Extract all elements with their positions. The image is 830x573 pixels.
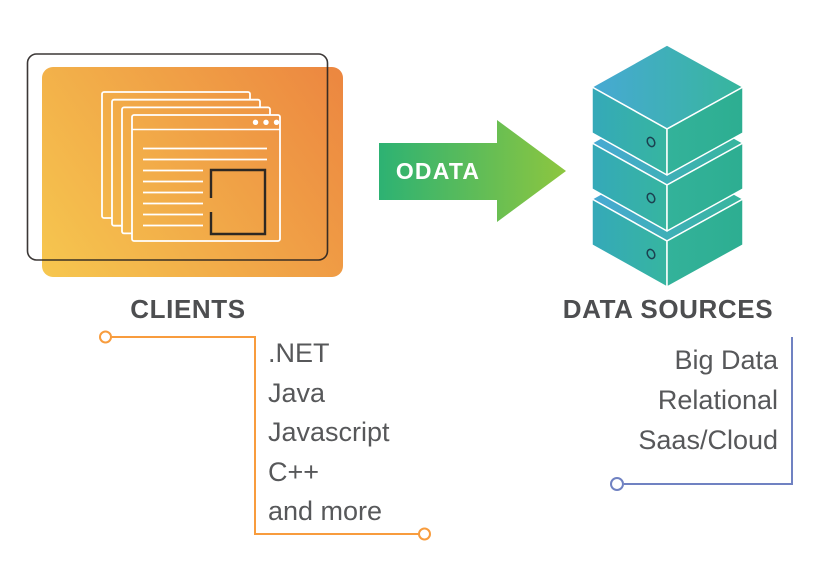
bracket-endpoint-circle (610, 477, 624, 491)
odata-arrow (379, 120, 566, 222)
client-card-black-outline (26, 53, 329, 261)
window-dots-icon (252, 119, 280, 126)
data-sources-list-item: Relational (657, 385, 778, 415)
browser-window-front (131, 114, 281, 242)
browser-window-content (132, 119, 280, 236)
clients-list-item: Java (268, 377, 326, 408)
data-sources-list: Big Data Relational Saas/Cloud (638, 340, 778, 460)
clients-icon (26, 53, 343, 277)
data-sources-icon (591, 44, 744, 288)
data-sources-heading: DATA SOURCES (562, 294, 774, 324)
text-lines (143, 147, 267, 227)
power-button-icon (646, 248, 656, 260)
bracket-endpoint-circle (99, 330, 112, 344)
clients-list-item: and more (268, 496, 383, 526)
data-sources-list-item: Saas/Cloud (638, 425, 778, 455)
clients-list-item: C++ (268, 456, 320, 487)
right-arrow-icon (379, 120, 566, 222)
power-button-icon (646, 192, 656, 204)
power-button-icon (646, 136, 656, 148)
odata-arrow-label: ODATA (395, 158, 481, 184)
browser-windows-stack (101, 91, 281, 242)
embedded-frame-square (209, 168, 267, 236)
clients-list: .NET Java Javascript C++ and more (268, 334, 390, 532)
data-sources-bracket-line (610, 337, 793, 491)
clients-list-item: .NET (268, 338, 330, 368)
server-cube-top (591, 44, 744, 176)
bracket-endpoint-circle (418, 527, 431, 541)
clients-heading: CLIENTS (130, 294, 246, 324)
clients-list-item: Javascript (268, 417, 390, 447)
clients-bracket-line (99, 330, 431, 541)
data-sources-list-item: Big Data (674, 345, 778, 375)
